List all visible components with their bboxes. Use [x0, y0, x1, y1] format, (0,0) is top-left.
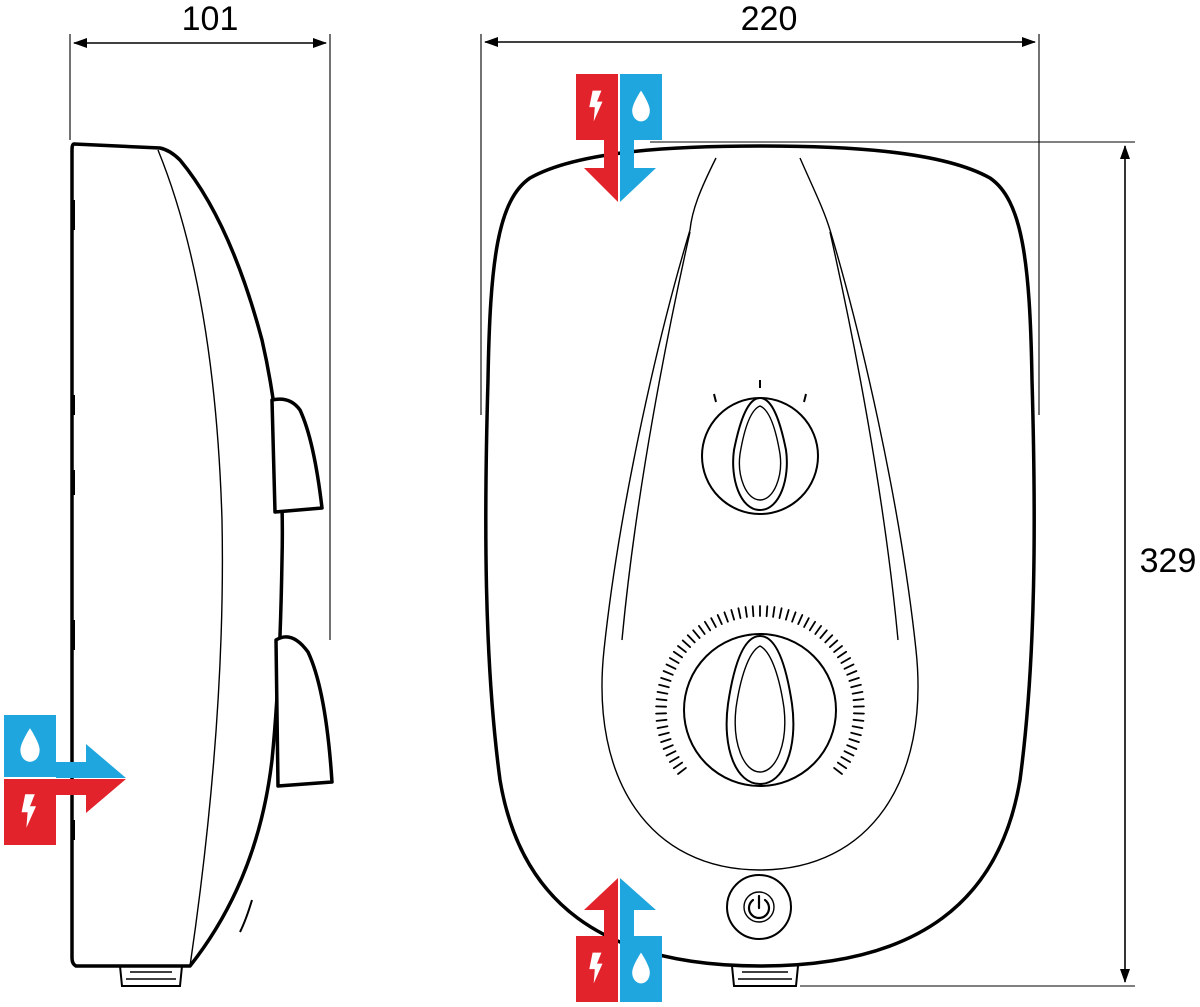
scale-tick — [658, 731, 670, 737]
scale-tick — [846, 744, 858, 750]
scale-tick — [848, 677, 860, 682]
bottom-inlet-indicator — [576, 878, 662, 1002]
scale-tick — [772, 606, 776, 618]
water-flow-arrow — [56, 744, 126, 778]
scale-tick — [660, 738, 672, 743]
scale-tick — [665, 750, 677, 757]
width-value: 220 — [741, 0, 798, 38]
scale-tick — [665, 663, 677, 670]
scale-tick — [716, 614, 723, 625]
scale-tick — [710, 617, 717, 628]
scale-tick — [851, 725, 864, 729]
scale-tick — [677, 645, 687, 653]
temperature-scale — [655, 605, 865, 775]
scale-tick — [751, 605, 755, 618]
scale-tick — [850, 683, 862, 689]
power-flow-arrow — [56, 779, 126, 813]
scale-tick — [656, 691, 669, 695]
scale-tick — [843, 750, 855, 757]
top-inlet-indicator — [576, 74, 662, 202]
scale-tick — [656, 725, 669, 729]
scale-tick — [837, 650, 848, 659]
depth-value: 101 — [182, 0, 239, 38]
scale-tick — [840, 756, 851, 763]
scale-tick — [808, 620, 816, 632]
temperature-control-knob[interactable] — [683, 633, 837, 787]
scale-tick — [837, 761, 848, 770]
scale-tick — [669, 756, 680, 763]
power-icon — [747, 894, 771, 920]
scale-tick — [765, 605, 769, 618]
side-inlet-indicator — [4, 715, 126, 845]
scale-tick — [730, 609, 735, 621]
height-value: 329 — [1140, 542, 1197, 580]
scale-tick — [785, 609, 790, 621]
scale-tick — [851, 691, 864, 695]
scale-tick — [660, 677, 672, 682]
depth-dimension: 101 — [69, 0, 331, 640]
scale-tick — [829, 639, 839, 648]
scale-tick — [662, 744, 674, 750]
water-up-arrow — [620, 878, 656, 936]
scale-tick — [686, 634, 696, 644]
power-down-arrow — [584, 140, 618, 202]
scale-tick — [672, 761, 683, 770]
scale-tick — [737, 607, 742, 619]
scale-tick — [791, 611, 797, 623]
front-view — [484, 144, 1036, 987]
width-dimension: 220 — [480, 0, 1040, 415]
scale-tick — [677, 767, 687, 775]
scale-tick — [723, 611, 729, 623]
scale-tick — [797, 614, 804, 625]
scale-tick — [778, 607, 783, 619]
scale-tick — [658, 683, 670, 689]
scale-tick — [833, 767, 843, 775]
water-down-arrow — [620, 140, 656, 202]
scale-tick — [662, 670, 674, 676]
scale-tick — [803, 617, 810, 628]
power-up-arrow — [584, 878, 618, 936]
side-view — [70, 142, 334, 987]
scale-tick — [850, 731, 862, 737]
scale-tick — [846, 670, 858, 676]
scale-tick — [698, 625, 706, 635]
scale-tick — [824, 634, 834, 644]
scale-tick — [704, 620, 712, 632]
scale-tick — [840, 657, 851, 664]
scale-tick — [692, 629, 701, 639]
scale-tick — [744, 606, 748, 618]
scale-tick — [848, 738, 860, 743]
power-button[interactable] — [726, 874, 792, 940]
scale-tick — [814, 625, 822, 635]
scale-tick — [852, 718, 865, 722]
scale-tick — [833, 645, 843, 653]
scale-tick — [843, 663, 855, 670]
scale-tick — [672, 650, 683, 659]
scale-tick — [819, 629, 828, 639]
scale-tick — [852, 698, 865, 702]
scale-tick — [655, 698, 668, 702]
scale-tick — [655, 718, 668, 722]
scale-tick — [681, 639, 691, 648]
power-selector-knob[interactable] — [701, 396, 819, 515]
height-dimension: 329 — [650, 141, 1197, 987]
scale-tick — [669, 657, 680, 664]
